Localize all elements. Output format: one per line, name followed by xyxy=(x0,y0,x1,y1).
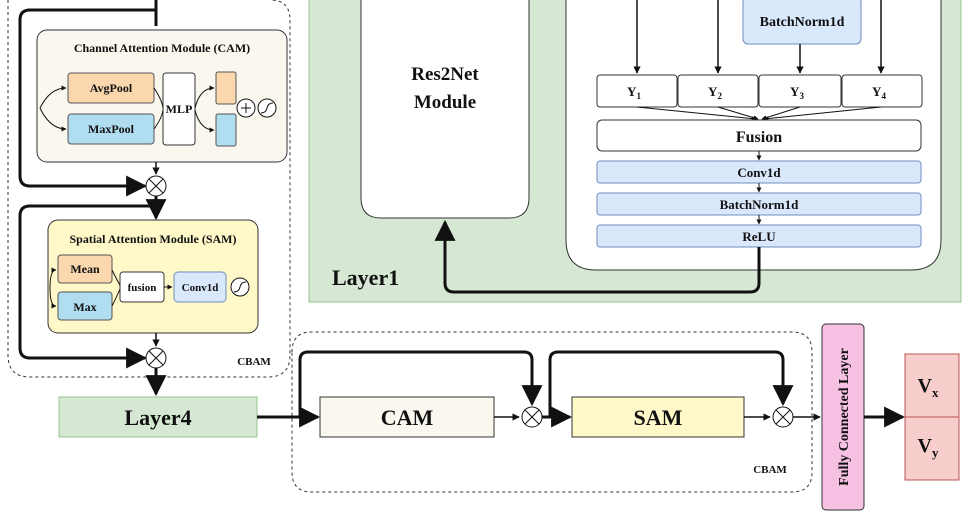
conv1d-block-label: Conv1d xyxy=(737,165,781,180)
batchnorm-top-label: BatchNorm1d xyxy=(760,15,845,30)
layer4-box xyxy=(58,396,258,438)
layer1-return-arrow xyxy=(434,219,761,294)
avg-to-mlp xyxy=(153,87,164,109)
res2net-module-box xyxy=(360,0,530,219)
y1-label: Y1 xyxy=(627,84,641,101)
y-boxes: Y1 Y2 Y3 Y4 xyxy=(596,74,923,108)
sam-conv1d-box xyxy=(173,271,227,303)
layer1-panel: Layer1 Res2Net Module BatchNorm1d Y1 Y2 … xyxy=(308,0,962,303)
sam-skip-line xyxy=(18,204,156,369)
batchnorm-top-box xyxy=(742,0,862,45)
cam-bypass xyxy=(298,350,543,417)
cam-split-top xyxy=(39,85,67,109)
y2-label: Y2 xyxy=(708,84,722,101)
y4-box xyxy=(841,74,923,108)
cam-split-bottom xyxy=(39,107,67,132)
cam-label: CAM xyxy=(381,405,434,430)
mean-label: Mean xyxy=(70,262,100,276)
fusion-label: fusion xyxy=(128,282,157,294)
layer4-label: Layer4 xyxy=(124,405,191,430)
max-to-mlp xyxy=(153,109,164,130)
sam-box xyxy=(571,396,745,438)
mlp-box xyxy=(162,72,196,146)
vy-label: Vy xyxy=(918,435,939,460)
layer1-label: Layer1 xyxy=(332,265,399,290)
y3-label: Y3 xyxy=(790,84,804,101)
vx-label: Vx xyxy=(918,375,939,400)
maxpool-label: MaxPool xyxy=(88,122,135,136)
bottom-pipeline: Layer4 CBAM CAM SAM Fully Connected Laye… xyxy=(58,323,960,511)
cbam-bottom-border xyxy=(291,331,813,493)
mlp-to-orange xyxy=(194,85,215,109)
sam-label: SAM xyxy=(634,405,683,430)
fc-layer-label: Fully Connected Layer xyxy=(837,348,852,486)
y4-label: Y4 xyxy=(872,84,886,101)
cam-title: Channel Attention Module (CAM) xyxy=(74,41,250,55)
cam-skip-line xyxy=(18,8,156,197)
sam-conv1d-label: Conv1d xyxy=(182,282,219,294)
fusion-block-label: Fusion xyxy=(736,129,782,146)
avgpool-label: AvgPool xyxy=(90,81,133,95)
cbam-detail-label: CBAM xyxy=(237,356,271,368)
cbam-detail-border xyxy=(7,0,291,378)
cam-orange-feature xyxy=(215,71,237,105)
mlp-to-blue xyxy=(194,109,215,133)
max-label: Max xyxy=(73,300,96,314)
vx-box xyxy=(904,353,960,418)
res2net-line2: Module xyxy=(414,92,476,113)
cam-blue-feature xyxy=(215,113,237,147)
res2net-line1: Res2Net xyxy=(411,64,479,85)
relu-block-label: ReLU xyxy=(742,229,776,244)
sam-bypass xyxy=(548,350,794,417)
batchnorm-block-label: BatchNorm1d xyxy=(720,197,799,212)
sam-title: Spatial Attention Module (SAM) xyxy=(69,232,236,246)
cbam-detail-panel: Channel Attention Module (CAM) AvgPool M… xyxy=(7,0,291,397)
vy-box xyxy=(904,416,960,481)
mean-box xyxy=(57,254,113,284)
mlp-label: MLP xyxy=(166,102,193,116)
cbam-bottom-label: CBAM xyxy=(753,464,787,476)
